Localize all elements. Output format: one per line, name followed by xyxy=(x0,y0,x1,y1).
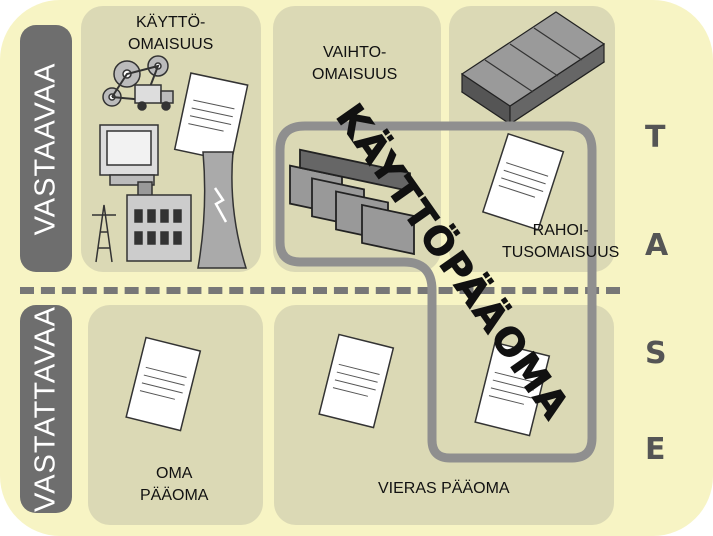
kayttopaaoma-outline xyxy=(275,121,597,463)
osakekirja-document-icon xyxy=(125,336,202,432)
kayttoomaisuus-label: KÄYTTÖ- OMAISUUS xyxy=(128,14,214,53)
tase-letter-e: E xyxy=(645,432,666,467)
vastattavaa-band: VASTATTAVAA xyxy=(20,305,72,513)
truck-icon xyxy=(134,84,174,111)
myyntilasku-document-icon xyxy=(481,132,565,231)
gears-icon xyxy=(102,55,169,107)
tase-letter-s: S xyxy=(645,336,667,371)
vaihtoomaisuus-label: VAIHTO- OMAISUUS xyxy=(312,44,398,83)
vieras-paaoma-label: VIERAS PÄÄOMA xyxy=(378,480,510,497)
ostolasku-document-icon xyxy=(474,341,551,437)
velkakirja-document-icon xyxy=(318,333,395,429)
cooling-tower-icon xyxy=(197,151,248,269)
crates-icon xyxy=(289,148,415,256)
vastaavaa-band: VASTAAVAA xyxy=(20,25,72,272)
rahoitusomaisuus-label: RAHOI- TUSOMAISUUS xyxy=(502,222,620,261)
money-stack-icon xyxy=(460,11,606,126)
tase-letter-a: A xyxy=(645,228,669,263)
patentti-document-icon xyxy=(173,72,249,163)
power-line-icon xyxy=(92,204,116,263)
tase-letter-t: T xyxy=(645,120,666,155)
computer-icon xyxy=(99,124,159,186)
oma-paaoma-label: OMA PÄÄOMA xyxy=(140,465,209,504)
factory-icon xyxy=(126,181,192,262)
divider-line xyxy=(20,287,620,294)
